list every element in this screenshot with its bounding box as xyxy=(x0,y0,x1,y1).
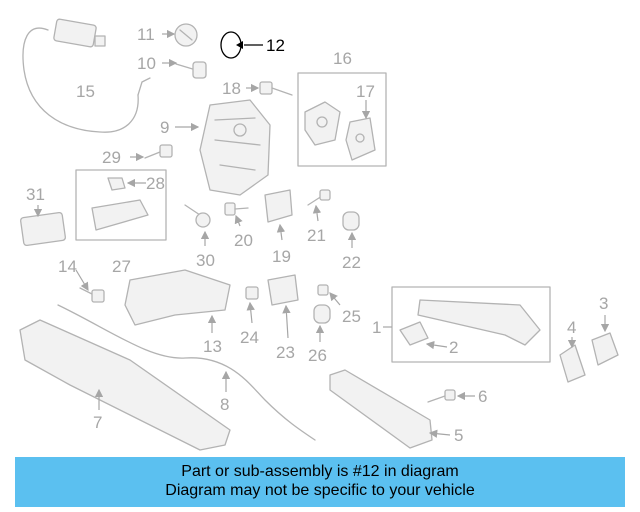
callout-1: 1 xyxy=(372,318,381,337)
part-13-bracket xyxy=(124,269,231,326)
part-10-bolt xyxy=(175,61,207,79)
callout-13: 13 xyxy=(203,337,222,356)
callout-26: 26 xyxy=(308,346,327,365)
part-3-cap xyxy=(591,332,619,366)
callout-3: 3 xyxy=(599,294,608,313)
banner-line-1: Part or sub-assembly is #12 in diagram xyxy=(181,463,459,480)
callout-16: 16 xyxy=(333,49,352,68)
banner-line-2: Diagram may not be specific to your vehi… xyxy=(165,482,475,499)
callout-29: 29 xyxy=(102,148,121,167)
callout-20: 20 xyxy=(234,231,253,250)
part-11-plug xyxy=(174,23,198,47)
callout-12: 12 xyxy=(266,36,285,55)
part-21-bolt xyxy=(307,189,331,206)
callout-28: 28 xyxy=(146,174,165,193)
callout-6: 6 xyxy=(478,387,487,406)
part-19-bracket xyxy=(264,189,293,223)
callout-4: 4 xyxy=(567,318,576,337)
callout-10: 10 xyxy=(137,54,156,73)
callout-27: 27 xyxy=(112,257,131,276)
callout-9: 9 xyxy=(160,118,169,137)
callout-11: 11 xyxy=(137,25,155,44)
callout-8: 8 xyxy=(220,395,229,414)
part-31-block xyxy=(19,211,67,247)
part-22-bushing xyxy=(342,211,360,231)
callout-18: 18 xyxy=(222,79,241,98)
part-14-bolt xyxy=(79,287,105,303)
part-23-bracket xyxy=(267,274,299,306)
callout-23: 23 xyxy=(276,343,295,362)
callout-7: 7 xyxy=(93,413,102,432)
part-4-seal xyxy=(559,344,586,383)
callout-14: 14 xyxy=(58,257,77,276)
callout-21: 21 xyxy=(307,226,326,245)
callout-5: 5 xyxy=(454,426,463,445)
part-6-bolt xyxy=(427,389,456,403)
part-8-cable xyxy=(57,304,316,441)
callout-19: 19 xyxy=(272,247,291,266)
callout-30: 30 xyxy=(196,251,215,270)
callout-2: 2 xyxy=(449,338,458,357)
callout-25: 25 xyxy=(342,307,361,326)
part-26-bushing xyxy=(313,304,331,324)
callout-24: 24 xyxy=(240,328,259,347)
callout-17: 17 xyxy=(356,82,375,101)
part-30-bolt xyxy=(184,204,211,228)
part-25-bolt xyxy=(317,284,329,296)
leader-lines xyxy=(33,29,610,438)
part-9-latch xyxy=(199,99,271,196)
part-29-bolt xyxy=(144,144,173,159)
part-20-bolt xyxy=(224,202,249,216)
part-1-handle xyxy=(391,286,551,363)
part-7-panel xyxy=(19,319,231,451)
info-banner: Part or sub-assembly is #12 in diagram D… xyxy=(15,457,625,507)
part-15-cable xyxy=(22,18,151,133)
part-27-kit xyxy=(75,169,167,241)
callout-22: 22 xyxy=(342,253,361,272)
part-24-bolt xyxy=(245,286,259,300)
callout-labels: 11 10 12 15 18 16 17 9 29 28 31 27 30 20… xyxy=(26,25,608,445)
callout-15: 15 xyxy=(76,82,95,101)
part-5-frame xyxy=(329,369,433,449)
part-18-bolt xyxy=(259,81,293,96)
callout-31: 31 xyxy=(26,185,45,204)
